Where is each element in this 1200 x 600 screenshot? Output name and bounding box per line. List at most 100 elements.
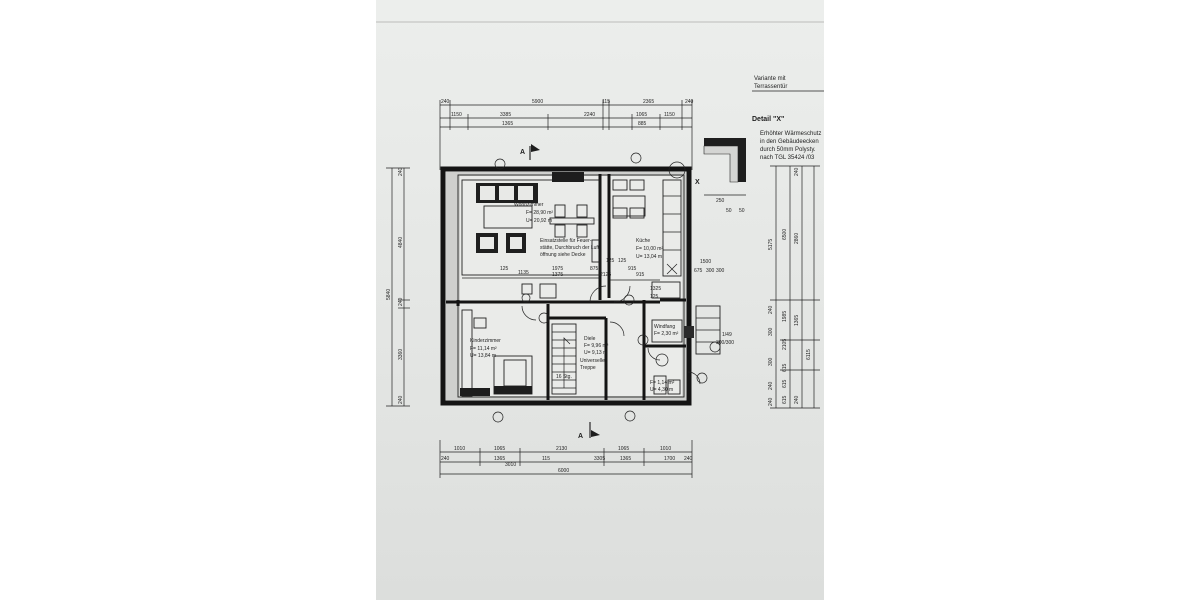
living-room-furniture	[461, 172, 601, 299]
kueche-area: F= 10,00 m²	[636, 246, 663, 252]
svg-text:240: 240	[794, 395, 800, 404]
sheet-reference-2: 300/300	[716, 340, 734, 346]
svg-text:915: 915	[628, 266, 637, 272]
svg-text:1365: 1365	[494, 456, 505, 462]
svg-text:1150: 1150	[451, 112, 462, 118]
svg-text:250: 250	[716, 198, 725, 204]
left-dimension-chain: 240 4840 5840 240 3360 240	[386, 167, 410, 407]
svg-text:240: 240	[441, 99, 450, 105]
svg-text:615: 615	[782, 379, 788, 388]
svg-text:125: 125	[650, 294, 659, 300]
section-marker-bottom: A	[578, 422, 600, 440]
svg-text:1365: 1365	[502, 121, 513, 127]
svg-text:2125: 2125	[600, 272, 611, 278]
kinderzimmer-area: F= 11,14 m²	[470, 346, 497, 352]
stair	[551, 323, 577, 395]
svg-text:1150: 1150	[664, 112, 675, 118]
svg-text:1700: 1700	[664, 456, 675, 462]
fireplace-note-2: stätte, Durchbruch der Luft-	[540, 245, 601, 251]
svg-text:1365: 1365	[620, 456, 631, 462]
svg-text:1375: 1375	[552, 272, 563, 278]
svg-text:2365: 2365	[643, 99, 654, 105]
svg-text:6115: 6115	[806, 349, 812, 360]
svg-text:1010: 1010	[660, 446, 671, 452]
svg-text:300: 300	[716, 268, 725, 274]
svg-text:1065: 1065	[494, 446, 505, 452]
svg-text:125: 125	[606, 258, 615, 264]
kinderzimmer-label: Kinderzimmer	[470, 338, 501, 344]
kids-room-furniture	[460, 309, 533, 397]
svg-text:in den Gebäudeecken: in den Gebäudeecken	[760, 139, 819, 145]
svg-text:6500: 6500	[782, 229, 788, 240]
svg-text:300: 300	[768, 327, 774, 336]
svg-text:50: 50	[726, 208, 732, 214]
axis-markers	[492, 152, 721, 423]
svg-text:5175: 5175	[768, 239, 774, 250]
section-marker-top: A	[520, 144, 540, 160]
svg-text:675: 675	[694, 268, 703, 274]
wc-perimeter: U= 4,30 m	[650, 387, 673, 393]
wohnzimmer-label: Wohnzimmer	[514, 202, 544, 208]
svg-text:240: 240	[768, 381, 774, 390]
right-dimension-chains: 5175 240 300 300 240 240 6500 1985 2105 …	[768, 165, 820, 409]
svg-text:3360: 3360	[398, 349, 404, 360]
svg-text:125: 125	[500, 266, 509, 272]
diele-perimeter: U= 9,13 m	[584, 350, 607, 356]
detail-x-marker: X	[695, 179, 700, 186]
windfang-label: Windfang	[654, 324, 675, 330]
svg-text:1010: 1010	[454, 446, 465, 452]
svg-text:240: 240	[398, 167, 404, 176]
wohnzimmer-area: F= 28,90 m²	[526, 210, 553, 216]
svg-text:1365: 1365	[794, 315, 800, 326]
kinderzimmer-perimeter: U= 13,84 m	[470, 353, 496, 359]
svg-text:300: 300	[706, 268, 715, 274]
svg-text:nach TGL 35424 /03: nach TGL 35424 /03	[760, 155, 815, 161]
svg-text:125: 125	[618, 258, 627, 264]
svg-text:A: A	[578, 433, 583, 440]
svg-text:1065: 1065	[636, 112, 647, 118]
svg-text:240: 240	[768, 305, 774, 314]
svg-text:Erhöhter Wärmeschutz: Erhöhter Wärmeschutz	[760, 131, 821, 137]
fireplace-note-1: Einsatzstelle für Feuer-	[540, 238, 592, 244]
bottom-dimension-chain: 1010 1065 2130 1065 1010 240 1365 3010 1…	[439, 440, 693, 478]
variant-note-line-2: Terrassentür	[754, 84, 787, 90]
svg-text:615: 615	[782, 395, 788, 404]
svg-text:2105: 2105	[782, 339, 788, 350]
windfang-area: F= 2,30 m²	[654, 331, 679, 337]
svg-text:durch 50mm Polysty.: durch 50mm Polysty.	[760, 147, 816, 153]
detail-x: Detail "X" Erhöhter Wärmeschutz in den G…	[703, 116, 821, 214]
svg-text:240: 240	[398, 297, 404, 306]
svg-text:1325: 1325	[650, 286, 661, 292]
svg-text:1065: 1065	[618, 446, 629, 452]
svg-text:615: 615	[782, 363, 788, 372]
kueche-perimeter: U= 13,04 m	[636, 254, 662, 260]
svg-text:885: 885	[638, 121, 647, 127]
svg-text:1135: 1135	[518, 270, 529, 276]
svg-text:240: 240	[441, 456, 450, 462]
kitchen-furniture	[612, 179, 682, 299]
svg-text:6000: 6000	[558, 468, 569, 474]
svg-text:3385: 3385	[500, 112, 511, 118]
top-dimension-chain: 240 5900 115 2365 240 1150 3385 2240 106…	[439, 99, 694, 170]
svg-text:5900: 5900	[532, 99, 543, 105]
diele-label: Diele	[584, 336, 596, 342]
svg-text:240: 240	[768, 397, 774, 406]
interior-dimensions: 125 1135 1975 875 125 125 915 1375 2125 …	[462, 258, 725, 300]
wohnzimmer-perimeter: U= 20,92 m	[526, 218, 552, 224]
kueche-label: Küche	[636, 238, 650, 244]
svg-text:2240: 2240	[584, 112, 595, 118]
stair-steps-label: 16 Stg.	[556, 374, 572, 380]
svg-text:1975: 1975	[552, 266, 563, 272]
svg-text:915: 915	[636, 272, 645, 278]
wc-area: F= 1,14 m²	[650, 380, 675, 386]
svg-text:A: A	[520, 149, 525, 156]
svg-text:2130: 2130	[556, 446, 567, 452]
svg-text:240: 240	[794, 167, 800, 176]
svg-text:240: 240	[685, 99, 694, 105]
svg-text:2860: 2860	[794, 233, 800, 244]
svg-text:3010: 3010	[505, 462, 516, 468]
svg-text:1985: 1985	[782, 311, 788, 322]
svg-text:240: 240	[684, 456, 693, 462]
svg-text:5840: 5840	[386, 289, 392, 300]
